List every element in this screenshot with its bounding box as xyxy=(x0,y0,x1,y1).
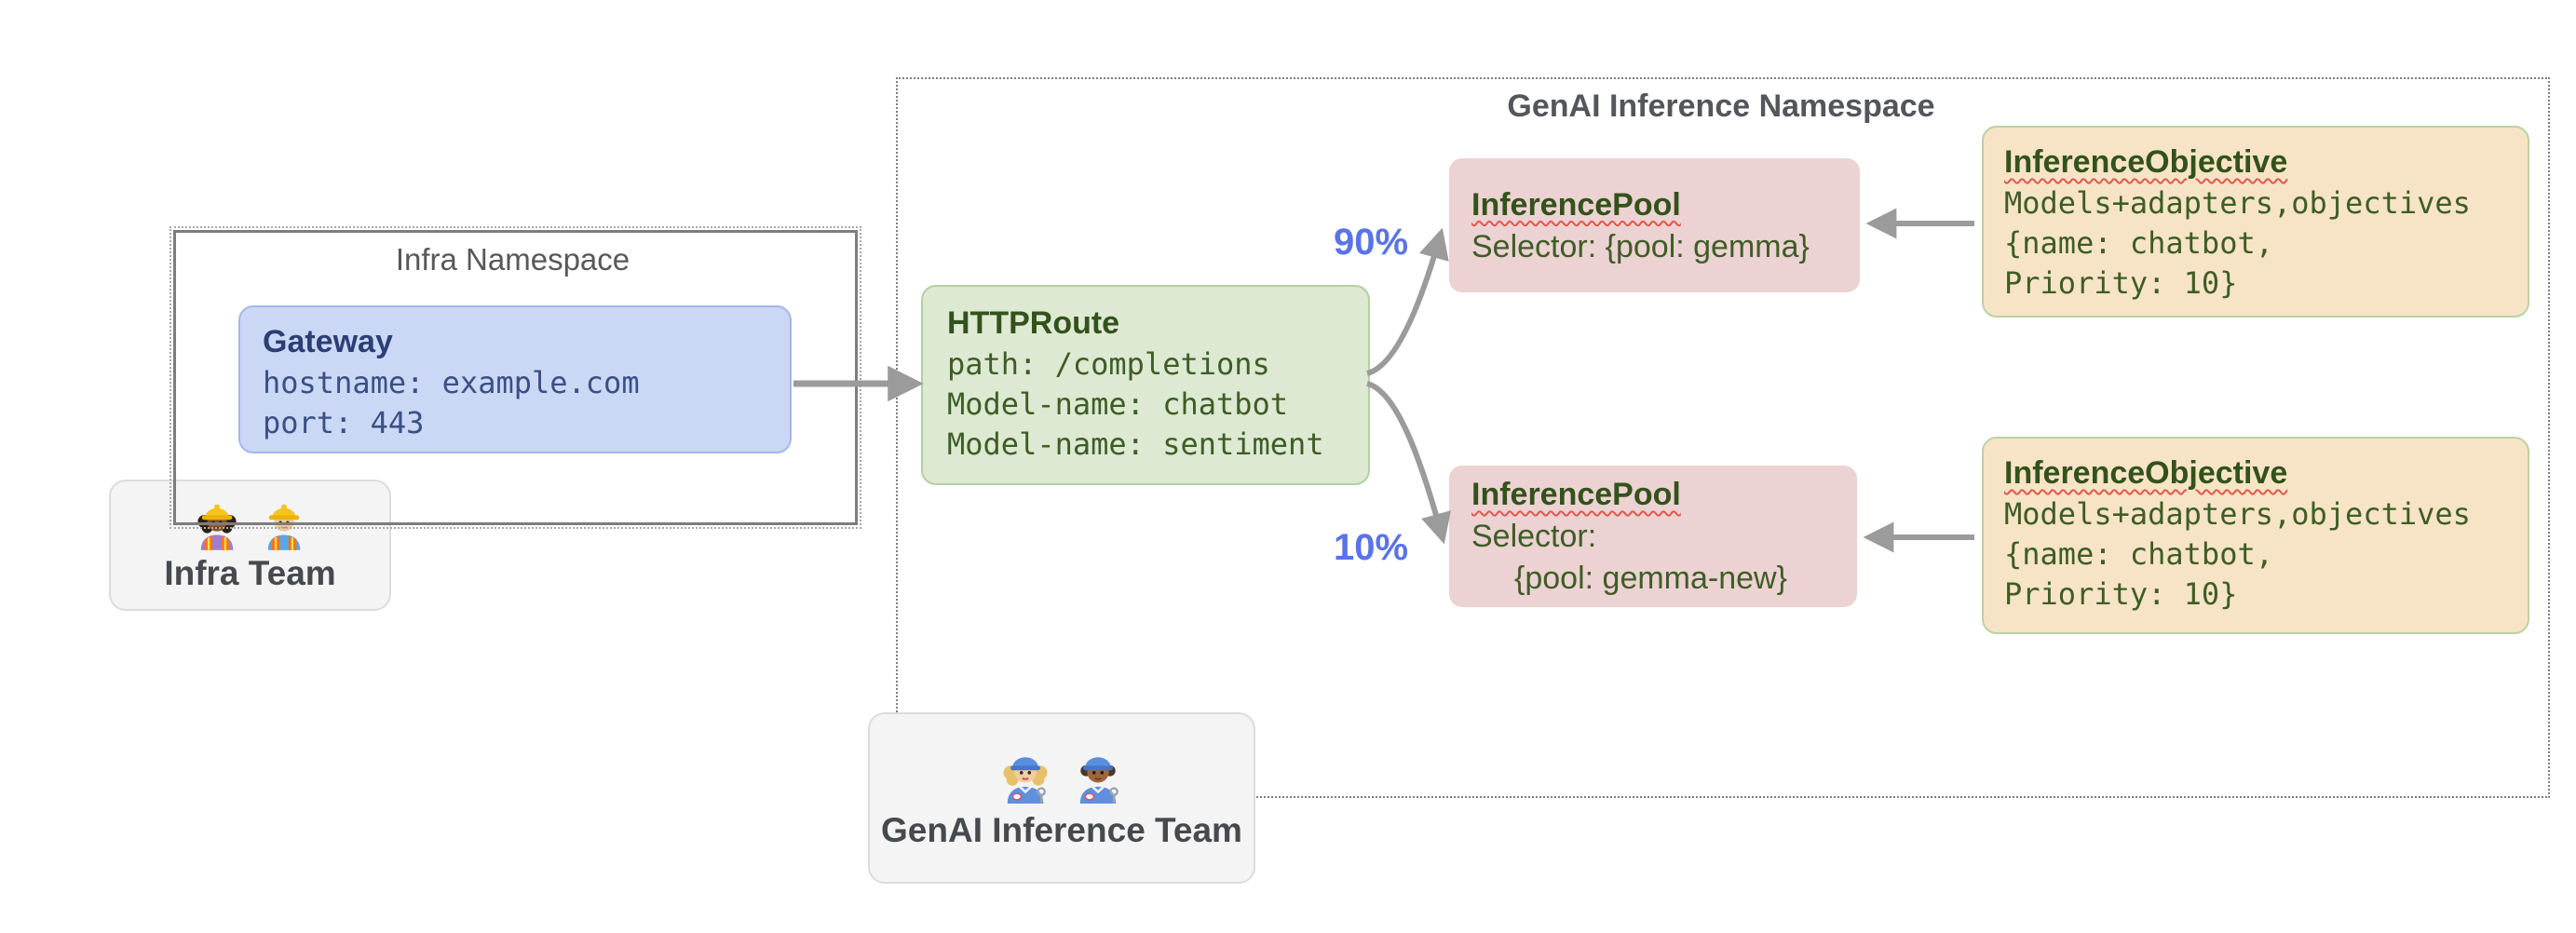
inference-pool-selector-value: {pool: gemma-new} xyxy=(1514,561,1787,596)
inference-objective-bottom-box: InferenceObjective Models+adapters,objec… xyxy=(1982,437,2529,634)
man-construction-worker-icon xyxy=(267,504,300,550)
inference-pool-selector: Selector: {pool: gemma} xyxy=(1471,228,1810,264)
inference-objective-name: {name: chatbot, xyxy=(2004,536,2273,572)
gateway-hostname: hostname: example.com xyxy=(263,365,640,400)
inference-pool-title: InferencePool xyxy=(1471,477,1681,512)
inference-pool-gemma-box: InferencePool Selector: {pool: gemma} xyxy=(1449,158,1860,292)
httproute-path: path: /completions xyxy=(947,346,1270,382)
infra-namespace-label: Infra Namespace xyxy=(395,242,630,277)
gateway-port: port: 443 xyxy=(263,405,425,440)
woman-mechanic-icon xyxy=(1003,757,1048,804)
inference-pool-title: InferencePool xyxy=(1471,186,1681,223)
infra-team-label: Infra Team xyxy=(164,553,336,592)
inference-objective-title: InferenceObjective xyxy=(2004,455,2288,491)
infra-team-icons xyxy=(196,498,305,550)
gateway-title: Gateway xyxy=(263,324,393,359)
inference-objective-priority: Priority: 10} xyxy=(2004,576,2238,612)
man-mechanic-icon xyxy=(1079,757,1119,804)
inference-pool-selector: Selector: xyxy=(1471,519,1597,554)
infra-team-card: Infra Team xyxy=(109,480,391,611)
gateway-box: Gateway hostname: example.com port: 443 xyxy=(238,305,792,453)
genai-inference-team-label: GenAI Inference Team xyxy=(881,811,1242,849)
genai-inference-namespace-boundary xyxy=(896,77,2550,798)
httproute-model-chatbot: Model-name: chatbot xyxy=(947,386,1289,422)
traffic-weight-90: 90% xyxy=(1333,222,1409,263)
httproute-title: HTTPRoute xyxy=(947,305,1120,341)
genai-inference-team-card: GenAI Inference Team xyxy=(868,712,1255,884)
httproute-model-sentiment: Model-name: sentiment xyxy=(947,426,1324,462)
inference-pool-gemma-new-box: InferencePool Selector: {pool: gemma-new… xyxy=(1449,466,1857,607)
inference-objective-models: Models+adapters,objectives xyxy=(2004,185,2471,221)
inference-objective-top-box: InferenceObjective Models+adapters,objec… xyxy=(1982,126,2529,318)
httproute-box: HTTPRoute path: /completions Model-name:… xyxy=(921,285,1370,485)
genai-team-icons xyxy=(1001,746,1122,804)
inference-objective-models: Models+adapters,objectives xyxy=(2004,496,2471,532)
genai-inference-namespace-label: GenAI Inference Namespace xyxy=(1507,88,1935,124)
inference-objective-priority: Priority: 10} xyxy=(2004,265,2238,301)
traffic-weight-10: 10% xyxy=(1333,527,1409,568)
inference-objective-name: {name: chatbot, xyxy=(2004,225,2273,261)
woman-construction-worker-icon xyxy=(197,504,237,550)
inference-objective-title: InferenceObjective xyxy=(2004,144,2288,180)
